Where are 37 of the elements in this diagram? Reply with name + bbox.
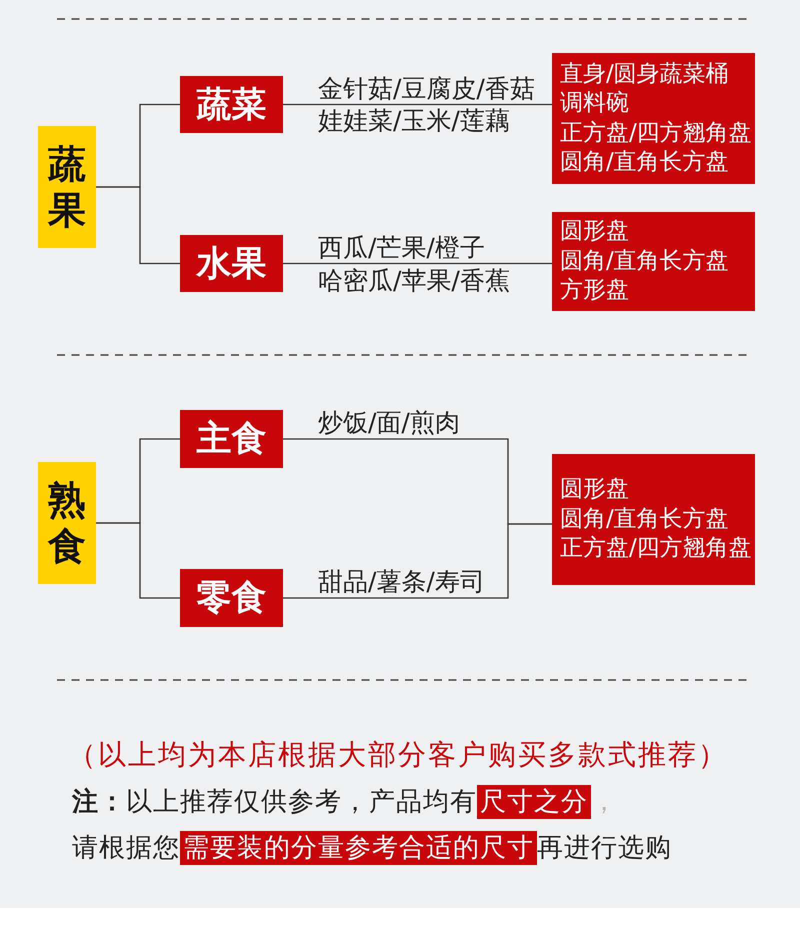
subcategory-tag: 主食 bbox=[180, 410, 283, 468]
list-item-text: 正方盘/四方翘角盘 bbox=[560, 534, 752, 564]
note-text: 注：以上推荐仅供参考，产品均有 bbox=[72, 786, 477, 819]
list-text: 哈密瓜/苹果/香蕉 bbox=[318, 266, 510, 296]
list-box bbox=[552, 53, 755, 184]
connector-line bbox=[283, 523, 552, 599]
subcategory-tag: 水果 bbox=[180, 235, 283, 292]
list-item-text: 直身/圆身蔬菜桶 bbox=[560, 60, 729, 88]
notice-text: （以上均为本店根据大部分客户购买多款式推荐） bbox=[68, 737, 728, 773]
connector-line bbox=[283, 104, 552, 106]
edge-label: 金针菇/豆腐皮/香菇 bbox=[318, 74, 535, 104]
list-item-text: 圆角/直角长方盘 bbox=[560, 504, 729, 534]
highlight-text: 尺寸之分 bbox=[477, 785, 591, 819]
edge-label: 甜品/薯条/寿司 bbox=[318, 567, 485, 597]
list-box bbox=[552, 212, 755, 311]
list-text: 娃娃菜/玉米/莲藕 bbox=[318, 106, 510, 136]
subcategory-tag: 蔬菜 bbox=[180, 76, 283, 133]
highlight-text: 需要装的分量参考合适的尺寸 bbox=[180, 831, 537, 865]
list-item-text: 正方盘/四方翘角盘 bbox=[560, 118, 752, 148]
connector-line bbox=[96, 522, 180, 599]
list-item-text: 圆角/直角长方盘 bbox=[560, 148, 729, 177]
subcategory-tag: 零食 bbox=[180, 569, 283, 627]
edge-label: 西瓜/芒果/橙子 bbox=[318, 232, 485, 262]
note-text: 再进行选购 bbox=[537, 832, 672, 865]
punctuation-text: ， bbox=[591, 786, 617, 819]
edge-label: 炒饭/面/煎肉 bbox=[318, 408, 460, 438]
connector-line bbox=[96, 186, 180, 264]
list-item-text: 方形盘 bbox=[560, 276, 629, 306]
category-tag: 蔬果 bbox=[38, 126, 96, 248]
list-item-text: 圆形盘 bbox=[560, 475, 629, 504]
list-item-text: 调料碗 bbox=[560, 89, 629, 118]
category-tag: 熟食 bbox=[38, 462, 96, 584]
list-box bbox=[552, 454, 755, 585]
list-item-text: 圆角/直角长方盘 bbox=[560, 246, 729, 276]
list-item-text: 圆形盘 bbox=[560, 217, 629, 246]
note-text: 请根据您 bbox=[72, 832, 180, 865]
connector-line bbox=[283, 262, 552, 264]
